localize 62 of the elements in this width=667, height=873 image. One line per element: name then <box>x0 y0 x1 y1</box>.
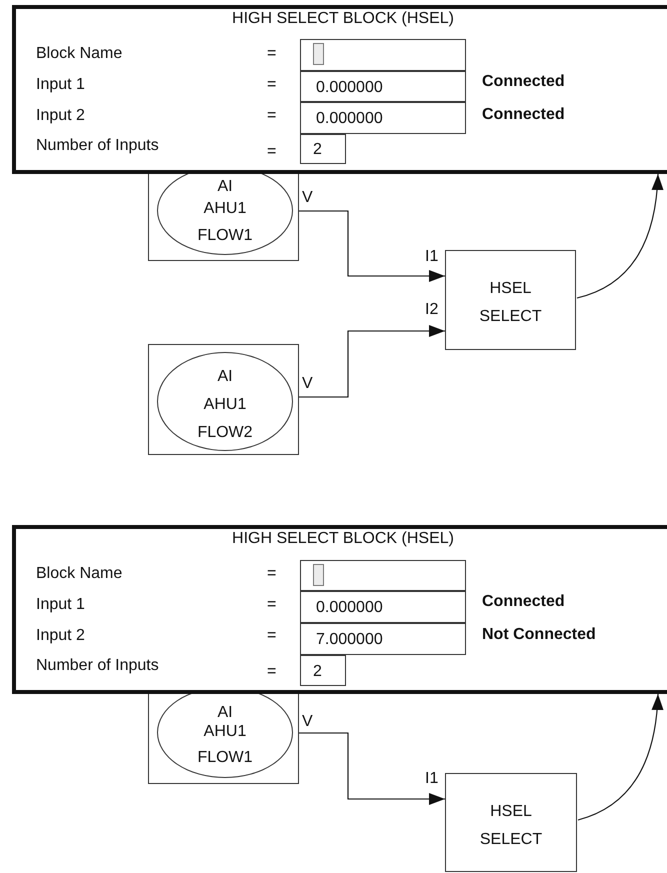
block-label: HSEL <box>490 802 532 822</box>
connector-arrow <box>299 210 445 282</box>
connector-arrow <box>299 732 445 805</box>
block-label: FLOW1 <box>197 748 253 768</box>
field-label: Number of Inputs <box>36 136 159 156</box>
block-label: AI <box>217 177 233 197</box>
block-label: SELECT <box>480 830 542 850</box>
function-block <box>445 250 576 350</box>
status-text: Connected <box>482 72 565 92</box>
block-label: AI <box>217 703 233 723</box>
connector-arrow <box>578 694 664 821</box>
block-label: AHU1 <box>204 199 246 219</box>
port-label: V <box>302 374 313 394</box>
connector-arrow <box>299 325 445 398</box>
equals-sign: = <box>267 595 276 615</box>
value-field <box>300 39 466 71</box>
value-field <box>300 655 346 686</box>
value-field <box>300 591 466 623</box>
connector-arrow <box>576 174 664 299</box>
field-value: 7.000000 <box>316 630 383 650</box>
field-label: Input 2 <box>36 106 85 126</box>
equals-sign: = <box>267 662 276 682</box>
field-value: 0.000000 <box>316 78 383 98</box>
equals-sign: = <box>267 564 276 584</box>
field-label: Input 1 <box>36 595 85 615</box>
field-value: 0.000000 <box>316 109 383 129</box>
port-label: V <box>302 712 313 732</box>
field-label: Block Name <box>36 44 122 64</box>
function-block <box>445 773 577 872</box>
field-label: Input 2 <box>36 626 85 646</box>
dialog-panel <box>12 525 667 694</box>
status-text: Not Connected <box>482 625 596 645</box>
value-field <box>300 102 466 134</box>
value-field <box>300 134 346 164</box>
equals-sign: = <box>267 75 276 95</box>
function-block <box>148 344 299 455</box>
block-label: AHU1 <box>204 395 246 415</box>
equals-sign: = <box>267 106 276 126</box>
equals-sign: = <box>267 142 276 162</box>
block-label: FLOW2 <box>197 423 253 443</box>
panel-title: HIGH SELECT BLOCK (HSEL) <box>232 529 454 549</box>
equals-sign: = <box>267 44 276 64</box>
value-field <box>300 560 466 591</box>
block-label: SELECT <box>479 307 542 327</box>
field-value: 2 <box>313 662 322 682</box>
dialog-panel <box>12 5 667 174</box>
field-value: 2 <box>313 140 322 160</box>
field-label: Input 1 <box>36 75 85 95</box>
field-label: Number of Inputs <box>36 656 159 676</box>
block-label: AI <box>217 367 233 387</box>
port-label: V <box>302 188 313 208</box>
block-label: HSEL <box>490 279 532 299</box>
status-text: Connected <box>482 592 565 612</box>
value-field <box>300 71 466 102</box>
equals-sign: = <box>267 626 276 646</box>
status-text: Connected <box>482 105 565 125</box>
field-label: Block Name <box>36 564 122 584</box>
value-field <box>300 623 466 655</box>
field-value: 0.000000 <box>316 598 383 618</box>
panel-title: HIGH SELECT BLOCK (HSEL) <box>232 9 454 29</box>
block-label: FLOW1 <box>197 226 253 246</box>
block-label: AHU1 <box>204 722 246 742</box>
